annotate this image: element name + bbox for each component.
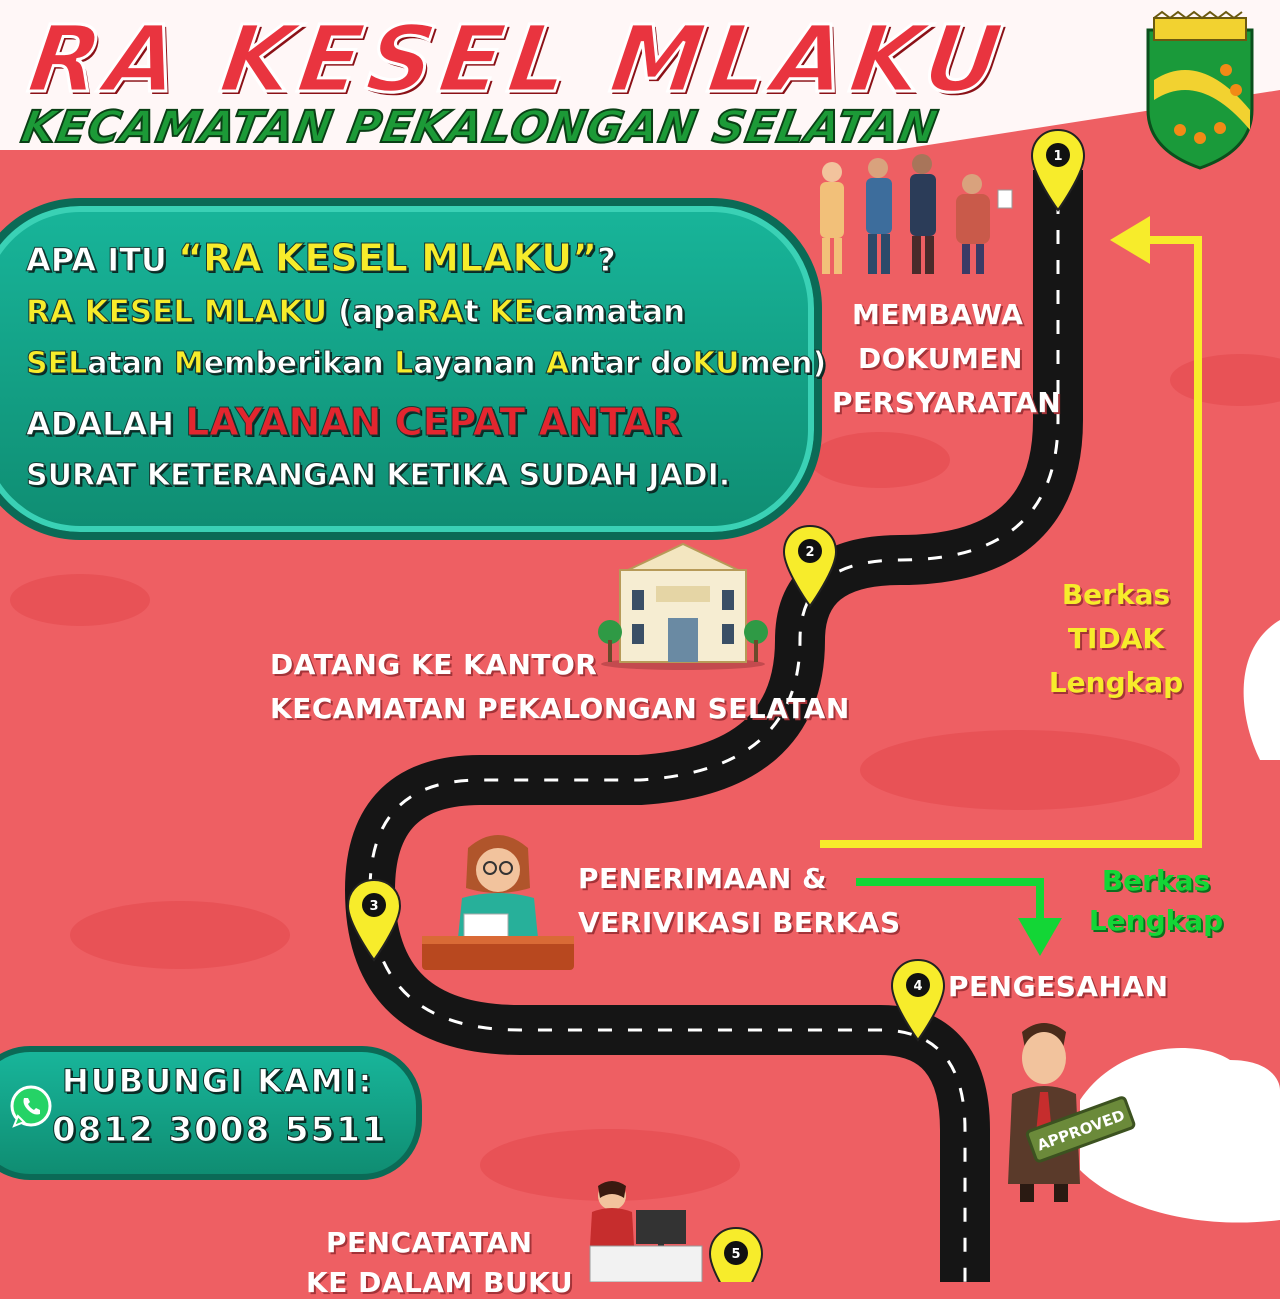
location-pin-icon: 3	[346, 878, 402, 962]
pin-number-2: 2	[805, 545, 814, 560]
complete-label-line1: Berkas	[1101, 864, 1211, 897]
incomplete-label-line2: TIDAK	[1067, 622, 1165, 655]
step1-label-line2: DOKUMEN	[858, 342, 1023, 375]
step1-label-line3: PERSYARATAN	[832, 386, 1062, 419]
whatsapp-icon[interactable]	[8, 1084, 54, 1130]
location-pin-icon: 4	[890, 958, 946, 1042]
step3-label-line1: PENERIMAAN &	[578, 862, 827, 895]
pin-number-4: 4	[913, 979, 922, 994]
incomplete-label-line1: Berkas	[1061, 578, 1171, 611]
municipal-crest-icon	[1146, 10, 1254, 170]
white-cloud-bottom-right	[1080, 1048, 1280, 1223]
incomplete-return-arrow	[820, 216, 1202, 848]
official-approved-icon: APPROVED	[1008, 1023, 1136, 1202]
pin-number-3: 3	[369, 899, 378, 914]
contact-box	[0, 1046, 422, 1180]
pin-number-1: 1	[1053, 149, 1062, 164]
step2-label-line1: DATANG KE KANTOR	[270, 648, 598, 681]
contact-label: HUBUNGI KAMI:	[61, 1062, 374, 1101]
location-pin-icon: 5	[708, 1226, 764, 1282]
location-pin-icon: 1	[1030, 128, 1086, 212]
step5-label-line2: KE DALAM BUKU	[306, 1266, 574, 1299]
info-box	[0, 198, 822, 540]
complete-forward-arrow	[856, 878, 1062, 956]
location-pin-icon: 2	[782, 524, 838, 608]
office-building-icon	[598, 542, 768, 670]
step4-label: PENGESAHAN	[948, 970, 1169, 1003]
info-acronym-line-1: RA KESEL MLAKU (apaRAt KEcamatan	[25, 294, 686, 331]
receptionist-icon	[422, 835, 574, 970]
info-acronym-line-2: SELatan Memberikan Layanan Antar doKUmen…	[25, 346, 827, 382]
pin-number-5: 5	[731, 1247, 740, 1262]
step3-label-line2: VERIVIKASI BERKAS	[578, 906, 901, 939]
contact-phone[interactable]: 0812 3008 5511	[52, 1110, 388, 1151]
info-question: APA ITU “RA KESEL MLAKU”?	[25, 236, 616, 281]
info-definition: ADALAH LAYANAN CEPAT ANTAR	[25, 400, 682, 445]
incomplete-label-line3: Lengkap	[1048, 666, 1184, 699]
step2-label-line2: KECAMATAN PEKALONGAN SELATAN	[270, 692, 850, 725]
step1-label-line1: MEMBAWA	[852, 298, 1024, 331]
complete-label-line2: Lengkap	[1088, 904, 1224, 937]
white-cloud-right	[1243, 620, 1280, 760]
people-queue-icon	[820, 154, 1013, 274]
step5-label-line1: PENCATATAN	[326, 1226, 533, 1259]
info-definition-2: SURAT KETERANGAN KETIKA SUDAH JADI.	[25, 458, 731, 494]
receptionist-icon	[589, 1181, 703, 1282]
